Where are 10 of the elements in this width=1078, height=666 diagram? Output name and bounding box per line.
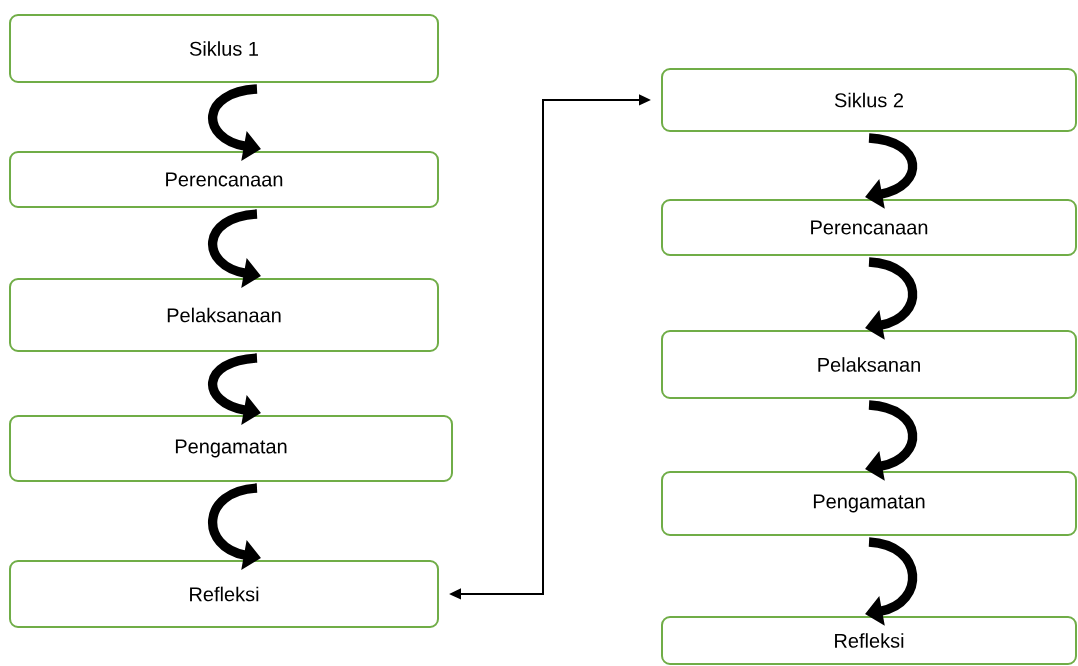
process-box: Siklus 1: [9, 14, 439, 83]
process-box: Pengamatan: [661, 471, 1077, 536]
process-box: Refleksi: [661, 616, 1077, 665]
process-box: Pelaksanan: [661, 330, 1077, 399]
process-box: Perencanaan: [661, 199, 1077, 256]
process-box: Pengamatan: [9, 415, 453, 482]
process-box: Perencanaan: [9, 151, 439, 208]
process-box: Pelaksanaan: [9, 278, 439, 352]
process-box: Refleksi: [9, 560, 439, 628]
process-box: Siklus 2: [661, 68, 1077, 132]
